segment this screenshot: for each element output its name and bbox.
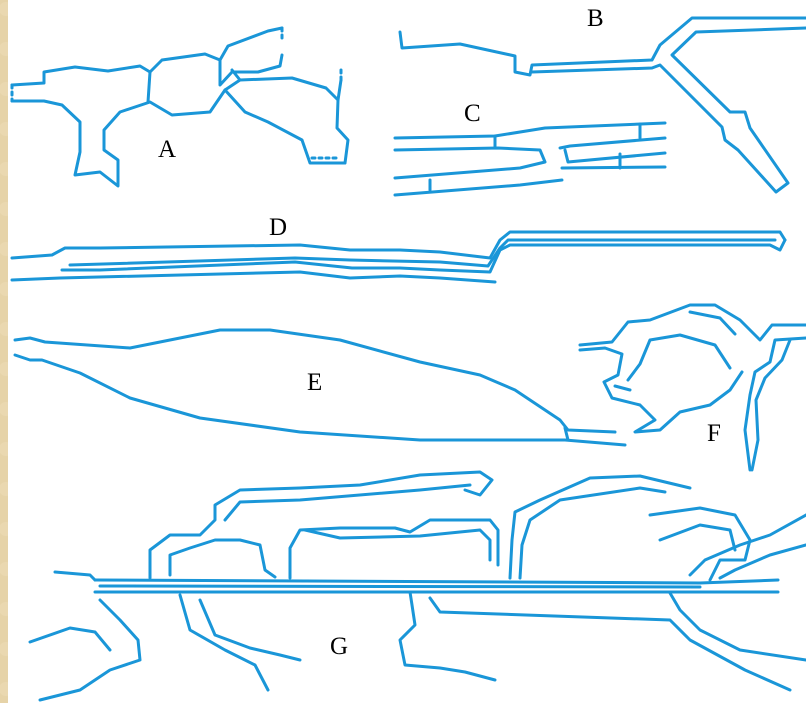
panel-label-d: D [269,215,287,240]
panel-label-b: B [587,6,604,31]
panel-label-a: A [158,137,176,162]
panel-label-g: G [330,634,348,659]
drawing-area [8,0,806,703]
panel-label-c: C [464,101,481,126]
panel-label-e: E [307,370,322,395]
panel-label-f: F [707,421,721,446]
